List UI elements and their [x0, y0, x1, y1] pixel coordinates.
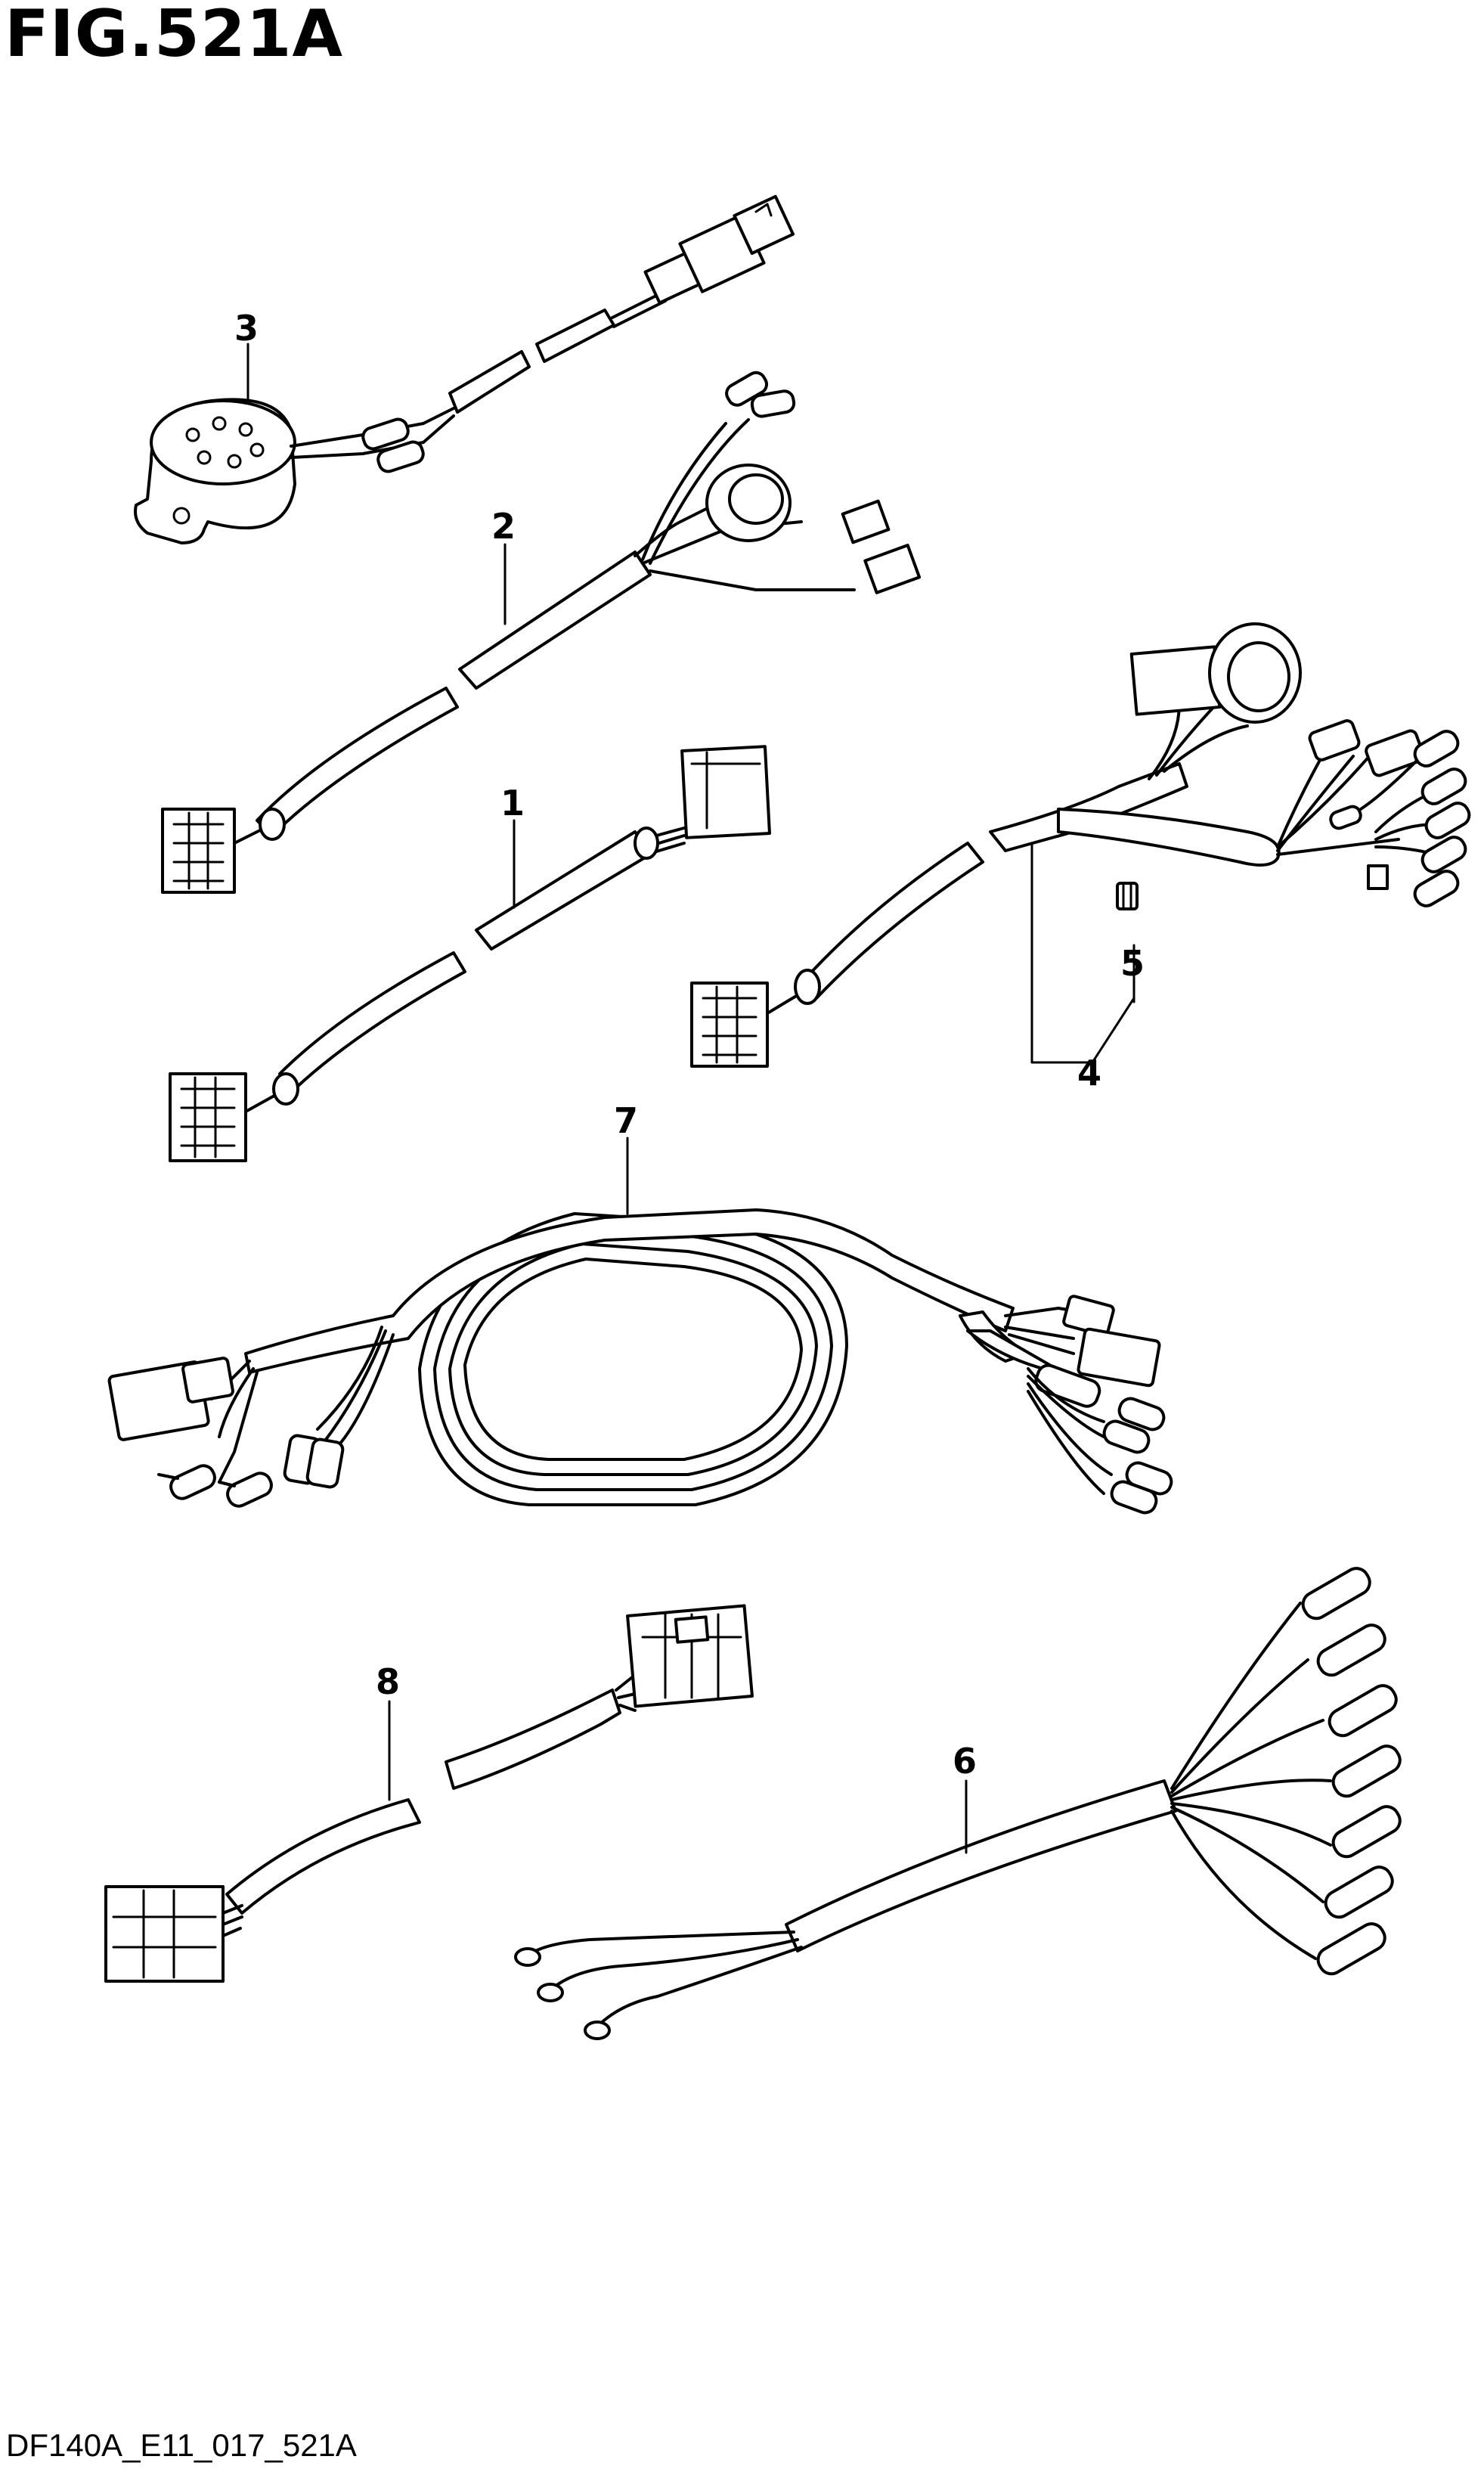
part-8-harness [104, 1604, 754, 1983]
part-1-harness [169, 745, 771, 1162]
callout-4: 4 [1077, 1053, 1101, 1093]
document-code: DF140A_E11_017_521A [6, 2427, 357, 2463]
part-6-harness [514, 1567, 1402, 2040]
part-3-buzzer-harness [134, 194, 795, 544]
part-2-harness [161, 371, 922, 894]
callout-1: 1 [500, 783, 525, 823]
part-4-harness [690, 622, 1471, 1068]
part-7-harness-loop [107, 1208, 1173, 1515]
part-5-fuse [1116, 882, 1139, 910]
callout-3: 3 [234, 308, 259, 349]
callout-8: 8 [376, 1661, 400, 1702]
callout-2: 2 [491, 506, 516, 547]
leader-line-4 [1091, 989, 1135, 1064]
callout-6: 6 [953, 1741, 977, 1782]
figure-title: FIG.521A [5, 0, 344, 72]
callout-5: 5 [1120, 943, 1145, 984]
callout-7: 7 [614, 1100, 638, 1141]
